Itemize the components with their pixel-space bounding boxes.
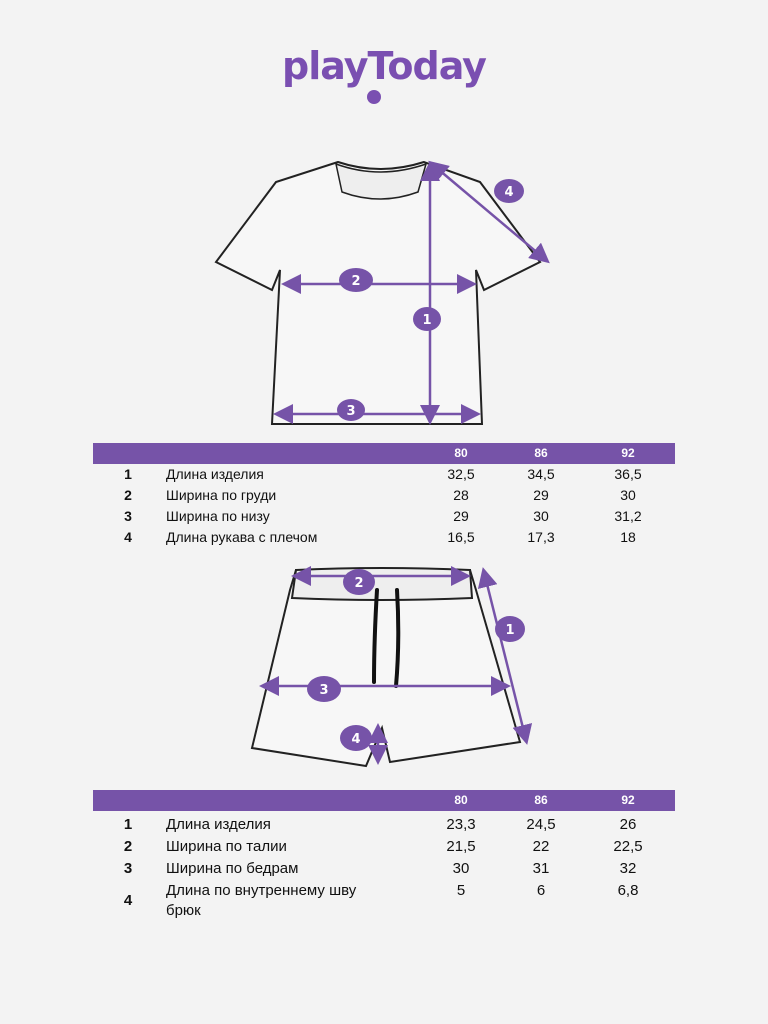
shorts-label-4: 4 [340,725,372,751]
svg-text:4: 4 [351,732,360,747]
tshirt-label-2: 2 [339,268,373,292]
size-header: 86 [534,793,548,807]
shorts-label-1: 1 [495,616,525,642]
table-header: 80 86 92 [93,443,675,464]
size-header: 80 [454,793,468,807]
svg-text:1: 1 [422,313,431,328]
brand-logo: playToday [282,44,487,88]
size-header: 92 [621,446,635,460]
size-header: 80 [454,446,468,460]
svg-text:3: 3 [319,683,328,698]
svg-text:1: 1 [505,623,514,638]
shorts-diagram: 1 2 3 4 [250,566,533,768]
shorts-label-2: 2 [343,569,375,595]
table-header: 80 86 92 [93,790,675,811]
svg-text:2: 2 [354,576,363,591]
tshirt-diagram: 1 2 3 4 [214,160,550,425]
tshirt-label-1: 1 [413,307,441,331]
shorts-label-3: 3 [307,676,341,702]
size-header: 92 [621,793,635,807]
tshirt-label-4: 4 [494,179,524,203]
svg-text:3: 3 [346,404,355,419]
svg-text:4: 4 [504,185,513,200]
size-header: 86 [534,446,548,460]
tshirt-label-3: 3 [337,399,365,421]
svg-text:2: 2 [351,274,360,289]
logo-dot [367,90,381,104]
